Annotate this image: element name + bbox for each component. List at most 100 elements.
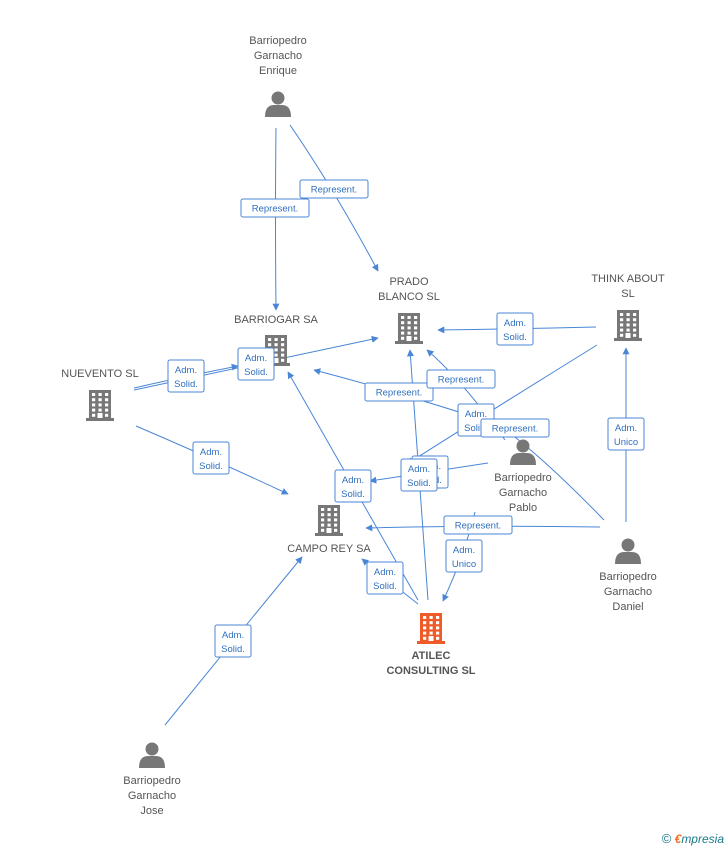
edge-label-box [299,179,369,199]
edge-label-box [607,417,645,451]
edge-label[interactable]: Represent. [426,369,496,389]
edge-label[interactable]: Adm. Solid. [192,441,230,475]
node-label: Garnacho [128,790,176,802]
edge-label-text: Solid. [464,423,488,434]
edge-label-box [480,418,550,438]
edge-label-box [334,469,372,503]
person-icon [139,742,165,768]
edge-label[interactable]: Adm. Solid. [167,359,205,393]
node-label: THINK ABOUT [591,273,665,285]
building-icon [395,313,423,344]
edge-label-text: Solid. [373,581,397,592]
node-label: Garnacho [254,50,302,62]
person-icon [265,91,291,117]
edge-label[interactable]: Adm. Solid. [334,469,372,503]
building-icon [614,310,642,341]
building-icon [315,505,343,536]
edge-label-text: Adm. [200,447,222,458]
edge-label-text: Unico [614,437,638,448]
node-label: PRADO [389,276,429,288]
edge-label-box [426,369,496,389]
person-icon [615,538,641,564]
node-label: BLANCO SL [378,291,440,303]
edge-label-box [496,312,534,346]
node-label: Daniel [612,601,643,613]
edges-layer [133,124,630,726]
edge-label[interactable]: Adm. Unico [445,539,483,573]
person-icon [510,439,536,465]
edge-label-text: Adm. [342,475,364,486]
edge-labels-layer: Represent.Represent.Adm.Solid.Adm.Solid.… [167,179,645,658]
node-label: NUEVENTO SL [61,368,138,380]
edge-label-text: Unico [452,559,476,570]
node-label: BARRIOGAR SA [234,314,318,326]
node-label: Jose [140,805,163,817]
edge-label[interactable]: Adm. Solid. [366,561,404,595]
edge-label-text: Solid. [341,489,365,500]
edge-label-text: Represent. [455,521,501,532]
node-label: Barriopedro [599,571,656,583]
edge-label-text: Adm. [453,545,475,556]
node-label: SL [621,288,634,300]
edge-label-text: Adm. [374,567,396,578]
edge-label-box [400,458,438,492]
edge-label-text: Adm. [222,630,244,641]
edge-label[interactable]: Represent. [480,418,550,438]
node-think[interactable]: THINK ABOUT SL [591,273,665,341]
node-label: Garnacho [604,586,652,598]
building-icon [86,390,114,421]
edge-label-box [445,539,483,573]
edge-label[interactable]: Represent. [240,198,310,218]
edge-label-box [366,561,404,595]
brand-name: mpresia [681,832,724,846]
edge-label-text: Adm. [465,409,487,420]
edge-label-box [364,382,434,402]
footer-brand[interactable]: © €mpresia [662,831,724,846]
edge-label-box [214,624,252,658]
edge-label[interactable]: Adm. Solid. [214,624,252,658]
node-label: ATILEC [412,650,451,662]
node-label: Barriopedro [494,472,551,484]
edge-label-box [443,515,513,535]
edge-label-box [237,347,275,381]
edge-label-text: Solid. [199,461,223,472]
edge-label-text: Adm. [504,318,526,329]
brand-logo-letter: € [674,832,682,846]
copyright-icon: © [661,831,672,846]
edge-label-text: Adm. [175,365,197,376]
edge-label[interactable]: Adm.Solid. [237,347,275,381]
edge-label[interactable]: Adm. Solid. [496,312,534,346]
edge-label-text: Solid. [503,332,527,343]
node-barriogar[interactable]: BARRIOGAR SA [234,314,319,366]
edge-label[interactable]: Adm.Solid. [400,458,438,492]
edge-label-box [240,198,310,218]
edge-label-text: Represent. [311,185,357,196]
edge-label-text: Represent. [252,204,298,215]
edge-label[interactable]: Represent. [364,382,434,402]
node-camporey[interactable]: CAMPO REY SA [287,505,371,555]
node-label: Enrique [259,65,297,77]
edge-label[interactable]: Represent. [299,179,369,199]
edge-label[interactable]: Adm. Unico [607,417,645,451]
edge-label[interactable]: Represent. [443,515,513,535]
edge-label-text: Solid. [174,379,198,390]
edge-label-text: Adm. [615,423,637,434]
edge-label-text: Solid. [407,478,431,489]
edge-label-text: Solid. [221,644,245,655]
building-icon [417,613,445,644]
node-label: Garnacho [499,487,547,499]
node-label: CAMPO REY SA [287,543,371,555]
edge-label-text: Solid. [244,367,268,378]
edge-label-box [167,359,205,393]
edge-label-box [192,441,230,475]
node-nuevento[interactable]: NUEVENTO SL [61,368,139,421]
node-prado[interactable]: PRADO BLANCO SL [378,276,440,344]
node-label: Barriopedro [123,775,180,787]
